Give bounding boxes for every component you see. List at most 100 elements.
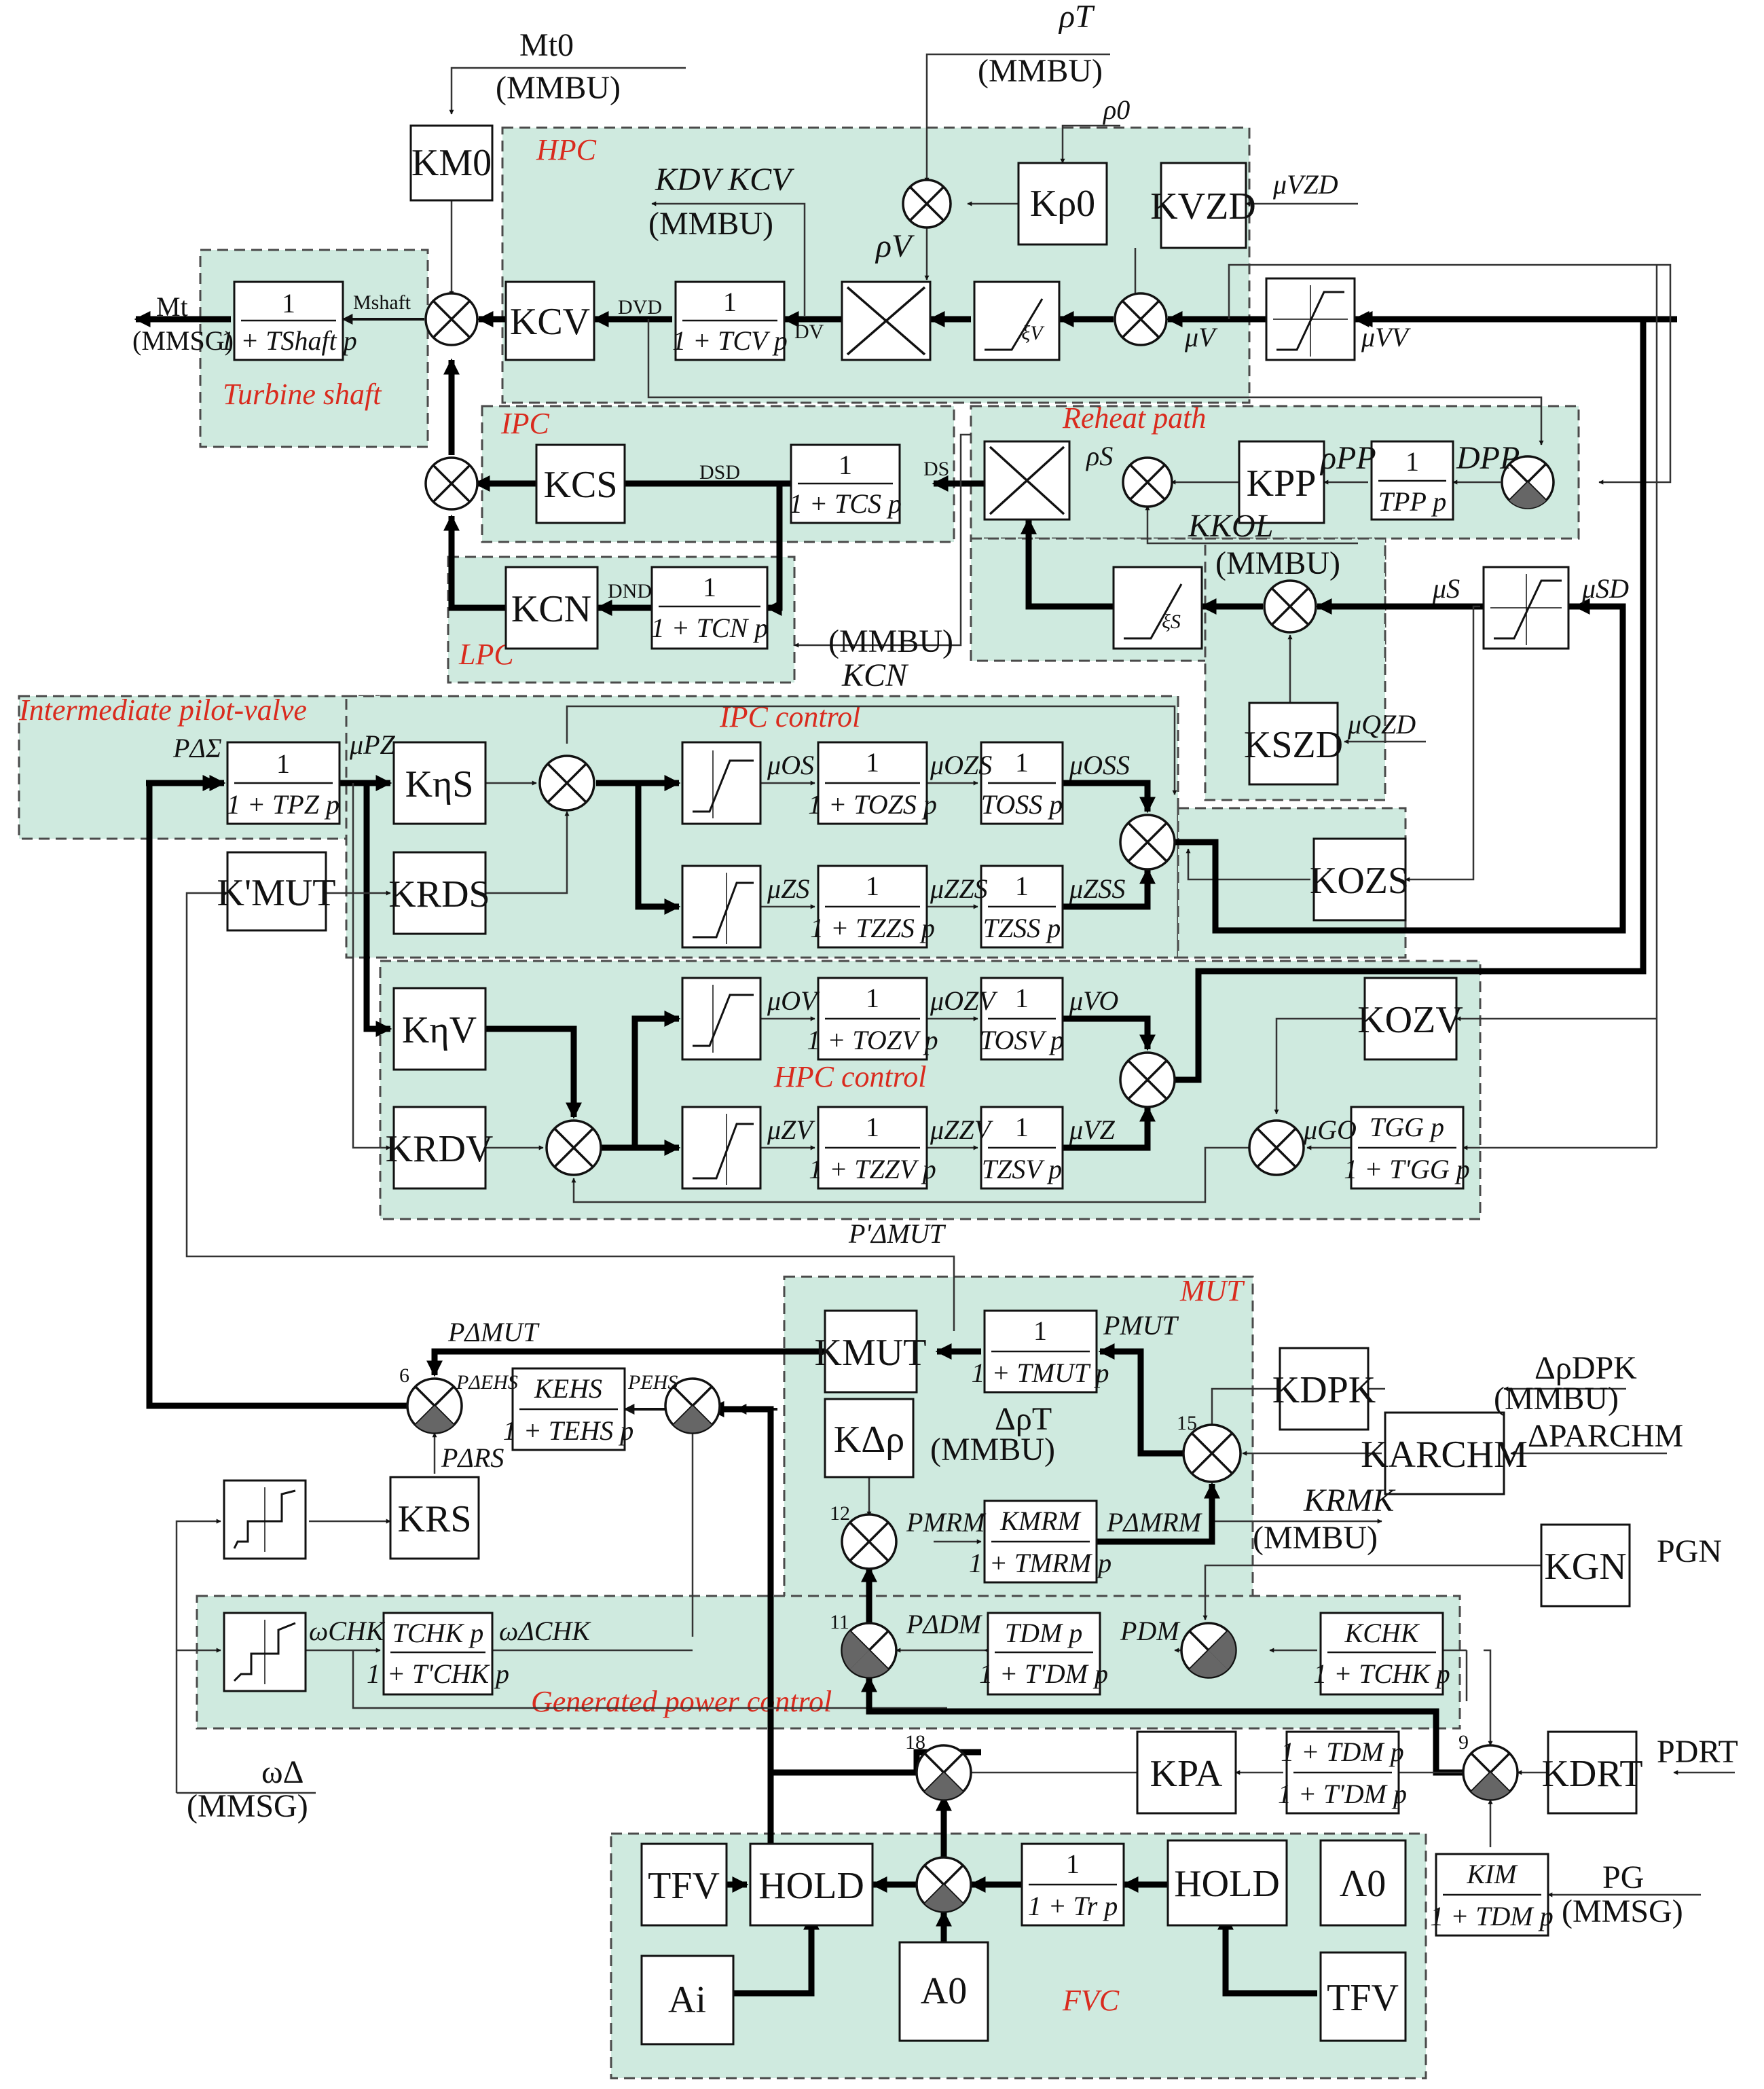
hold-left-label: HOLD bbox=[758, 1865, 864, 1907]
signal-k-cn: KCN bbox=[841, 657, 909, 693]
kchk-tf-block bbox=[1319, 1612, 1444, 1696]
kcs-label: KCS bbox=[544, 464, 618, 506]
signal-mu-ov: μOV bbox=[767, 985, 820, 1016]
signal-dv: DV bbox=[794, 321, 824, 343]
kmut-prime-block bbox=[226, 851, 327, 932]
cn-tf-block bbox=[650, 566, 769, 650]
signal-p-mrm: PMRM bbox=[906, 1507, 987, 1538]
dm-tf-block bbox=[987, 1612, 1101, 1696]
ehs-tf-den: 1 + TEHS p bbox=[503, 1415, 634, 1446]
signal-p-dehs: PΔEHS bbox=[456, 1371, 518, 1394]
section-label-reheat: Reheat path bbox=[1062, 401, 1206, 435]
pa-tf-num: 1 + TDM p bbox=[1281, 1737, 1403, 1767]
signal-mmsg-mt: (MMSG) bbox=[132, 325, 234, 356]
kchk-tf-num: KCHK bbox=[1344, 1618, 1420, 1648]
summing-junction-ipc-output bbox=[1119, 814, 1176, 871]
signal-rho-v: ρV bbox=[875, 228, 915, 264]
signal-rho-s: ρS bbox=[1085, 441, 1113, 471]
signal-mu-v: μV bbox=[1184, 322, 1218, 352]
kcn-label: KCN bbox=[511, 588, 591, 630]
krds-block bbox=[392, 851, 487, 935]
kpa-block bbox=[1136, 1730, 1237, 1815]
pp-tf-den: TPP p bbox=[1378, 486, 1446, 517]
node-number-12: 12 bbox=[830, 1502, 850, 1525]
kvzd-label: KVZD bbox=[1150, 185, 1256, 228]
signal-kdv-kcv: KDV KCV bbox=[655, 162, 794, 198]
signal-p-ehs: PEHS bbox=[627, 1371, 678, 1394]
signal-p-mut: PMUT bbox=[1103, 1310, 1179, 1341]
dm-tf-num: TDM p bbox=[1005, 1618, 1082, 1648]
kmut-block bbox=[824, 1309, 918, 1394]
signal-dvd: DVD bbox=[618, 296, 662, 319]
signal-p-dsigma: PΔΣ bbox=[172, 733, 222, 763]
signal-p-dmut-prime: P'ΔMUT bbox=[848, 1218, 947, 1249]
kdrho-block bbox=[824, 1398, 915, 1478]
hold-block-left bbox=[749, 1842, 874, 1927]
signal-d-pp: DPP bbox=[1456, 440, 1520, 476]
signal-mu-zzv: μZZV bbox=[930, 1114, 994, 1145]
kdrt-label: KDRT bbox=[1541, 1753, 1642, 1795]
cv-tf-den: 1 + TCV p bbox=[672, 325, 788, 356]
osv-tf-num: 1 bbox=[1015, 983, 1029, 1013]
section-label-pilot: Intermediate pilot-valve bbox=[18, 693, 307, 727]
kdpk-label: KDPK bbox=[1272, 1369, 1376, 1411]
kp0-block bbox=[1017, 162, 1108, 246]
signal-mu-os: μOS bbox=[767, 750, 814, 780]
km0-block bbox=[409, 124, 494, 202]
node-number-15: 15 bbox=[1177, 1412, 1197, 1434]
krs-block bbox=[389, 1476, 480, 1560]
kcv-block bbox=[504, 280, 595, 361]
krdv-block bbox=[392, 1106, 487, 1190]
signal-mu-sd: μSD bbox=[1581, 573, 1629, 604]
summing-junction-11 bbox=[841, 1622, 898, 1679]
kszd-label: KSZD bbox=[1244, 724, 1343, 766]
signal-mu-vv: μVV bbox=[1361, 322, 1412, 352]
krds-label: KRDS bbox=[388, 873, 490, 915]
lambda0-label: Λ0 bbox=[1340, 1863, 1386, 1905]
signal-p-g: PG bbox=[1602, 1859, 1644, 1895]
signal-p-dmrm: PΔMRM bbox=[1106, 1507, 1203, 1538]
signal-mu-vzd: μVZD bbox=[1272, 169, 1338, 200]
mut-tf-num: 1 bbox=[1033, 1315, 1047, 1346]
signal-p-dm: PDM bbox=[1120, 1616, 1181, 1646]
krdv-label: KRDV bbox=[386, 1128, 494, 1170]
im-tf-den: 1 + TDM p bbox=[1430, 1901, 1553, 1931]
pz-tf-den: 1 + TPZ p bbox=[227, 789, 339, 820]
signal-mmbu-mt0: (MMBU) bbox=[496, 70, 621, 106]
ai-block bbox=[640, 1955, 735, 2046]
summing-junction-fvc bbox=[915, 1856, 972, 1913]
section-label-hpc: HPC bbox=[536, 133, 597, 166]
hpc-control-region bbox=[379, 960, 1482, 1220]
signal-w-dchk: ωΔCHK bbox=[499, 1616, 591, 1646]
chk-tf-den: 1 + T'CHK p bbox=[367, 1658, 509, 1689]
keta-v-block bbox=[392, 987, 487, 1071]
signal-mmbu-rho-t: (MMBU) bbox=[978, 53, 1103, 89]
mu-zv-saturation-block bbox=[681, 1106, 762, 1190]
lambda0-block bbox=[1319, 1839, 1407, 1927]
xis-label: ξS bbox=[1162, 611, 1181, 633]
kpp-label: KPP bbox=[1247, 462, 1317, 505]
karchm-block bbox=[1384, 1411, 1505, 1495]
keta-s-block bbox=[392, 741, 487, 825]
krs-label: KRS bbox=[398, 1498, 472, 1540]
chk-tf-num: TCHK p bbox=[392, 1618, 484, 1648]
signal-d-rho-t: ΔρT bbox=[995, 1401, 1052, 1437]
mrm-tf-den: 1 + TMRM p bbox=[969, 1548, 1111, 1578]
signal-mu-zzs: μZZS bbox=[930, 873, 988, 904]
mrm-tf-num: KMRM bbox=[999, 1506, 1082, 1536]
signal-mmbu-dpk: (MMBU) bbox=[1494, 1381, 1619, 1417]
summing-junction-mus bbox=[1263, 579, 1317, 634]
summing-junction-pdm bbox=[1180, 1622, 1237, 1679]
signal-rho-t: ρT bbox=[1058, 0, 1095, 35]
kgn-block bbox=[1540, 1523, 1631, 1607]
kpa-label: KPA bbox=[1150, 1753, 1223, 1795]
summing-junction-18 bbox=[915, 1744, 972, 1801]
summing-junction-hpc-output bbox=[1119, 1051, 1176, 1108]
signal-p-gn: PGN bbox=[1657, 1533, 1722, 1569]
tfv-block-right bbox=[1319, 1951, 1407, 2042]
shaft-tf-den: 1 + TShaft p bbox=[220, 325, 356, 356]
kpp-block bbox=[1238, 440, 1325, 524]
chk-tf-block bbox=[382, 1612, 494, 1696]
im-tf-num: KIM bbox=[1466, 1859, 1518, 1889]
kdrho-label: KΔρ bbox=[834, 1419, 904, 1461]
